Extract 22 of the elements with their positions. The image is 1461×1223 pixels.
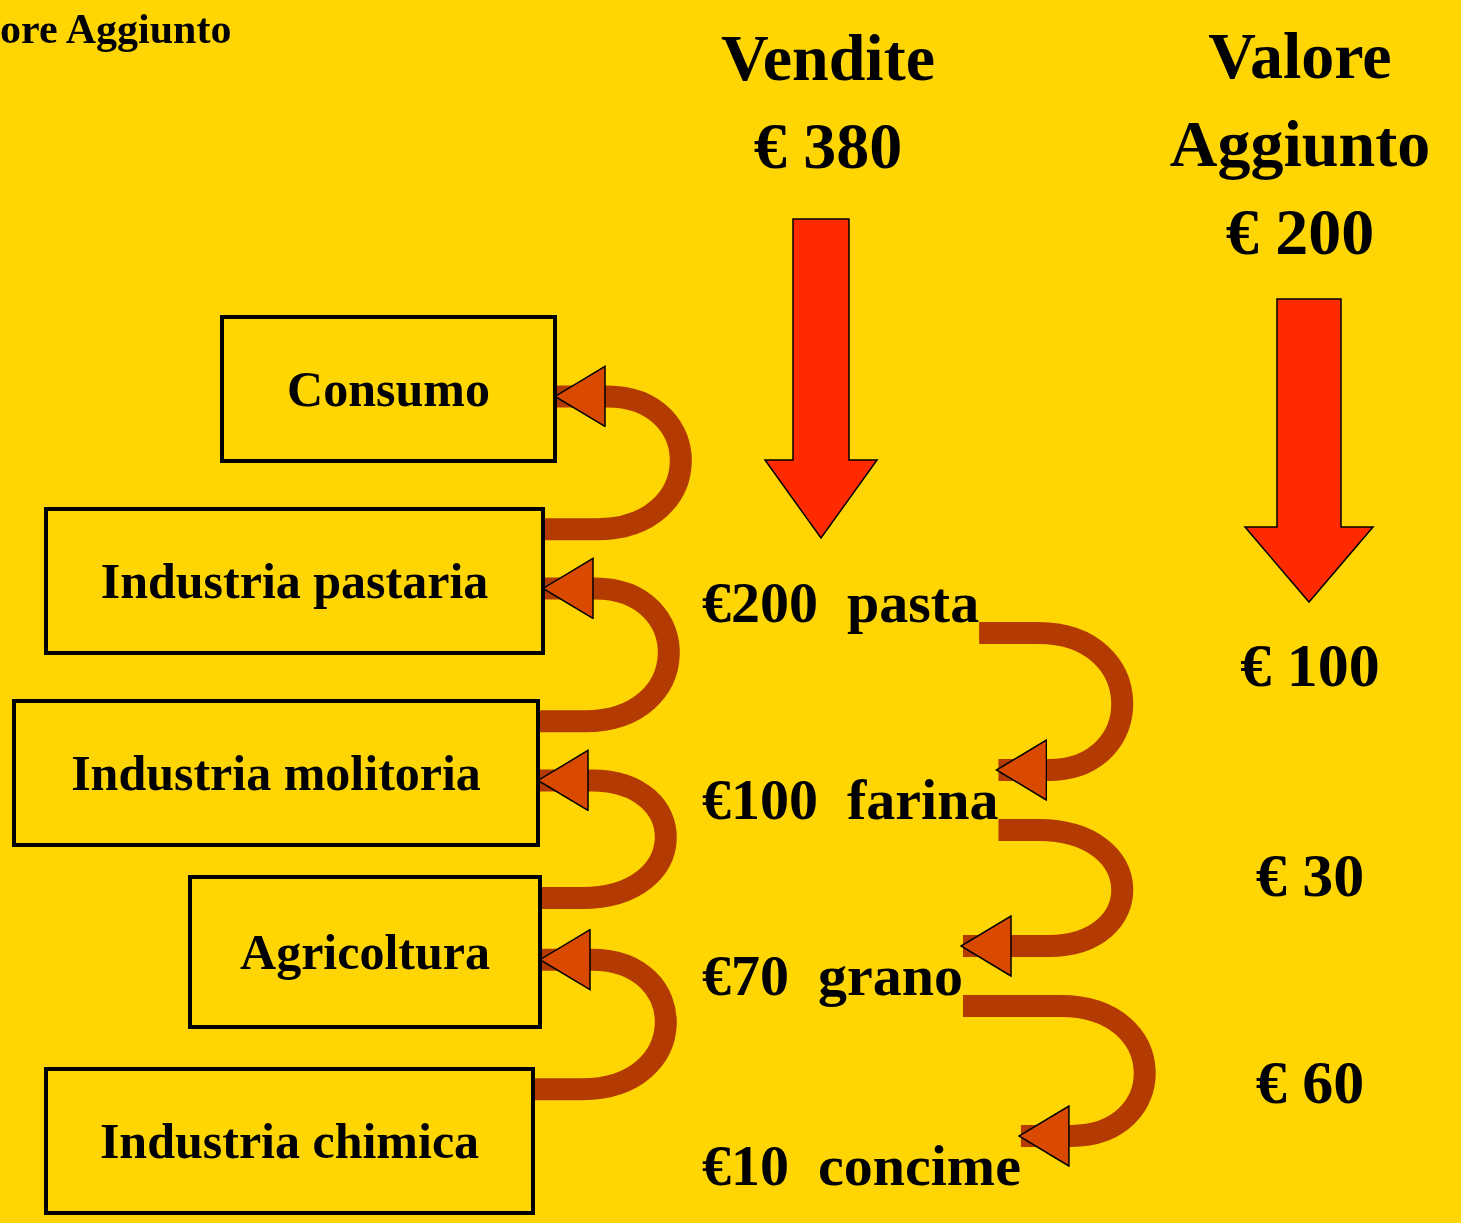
product-value-text: €10 concime xyxy=(702,1136,1021,1196)
value-text: € 100 xyxy=(1239,630,1381,700)
curved-arrow xyxy=(535,928,677,1101)
product-value-text: €70 grano xyxy=(702,946,963,1006)
curved-arrow xyxy=(979,622,1134,801)
product-value-text: €200 pasta xyxy=(702,573,980,633)
sector-box: Industria chimica xyxy=(44,1067,535,1215)
sector-box: Industria molitoria xyxy=(12,699,540,847)
curved-arrow xyxy=(540,557,680,733)
value-text: € 60 xyxy=(1254,1047,1366,1117)
value-text: € 30 xyxy=(1254,840,1366,910)
curved-arrow xyxy=(537,749,677,910)
sector-box: Consumo xyxy=(220,315,557,463)
heading: ore Aggiunto xyxy=(0,5,232,54)
sector-box: Industria pastaria xyxy=(44,507,545,655)
heading: Vendite € 380 xyxy=(720,20,936,184)
product-value-text: €100 farina xyxy=(702,770,999,830)
curved-arrow xyxy=(963,995,1156,1167)
curved-arrow xyxy=(545,365,692,541)
curved-arrow xyxy=(960,819,1134,977)
sector-box: Agricoltura xyxy=(188,875,542,1029)
heading: Valore Aggiunto € 200 xyxy=(1168,18,1432,270)
